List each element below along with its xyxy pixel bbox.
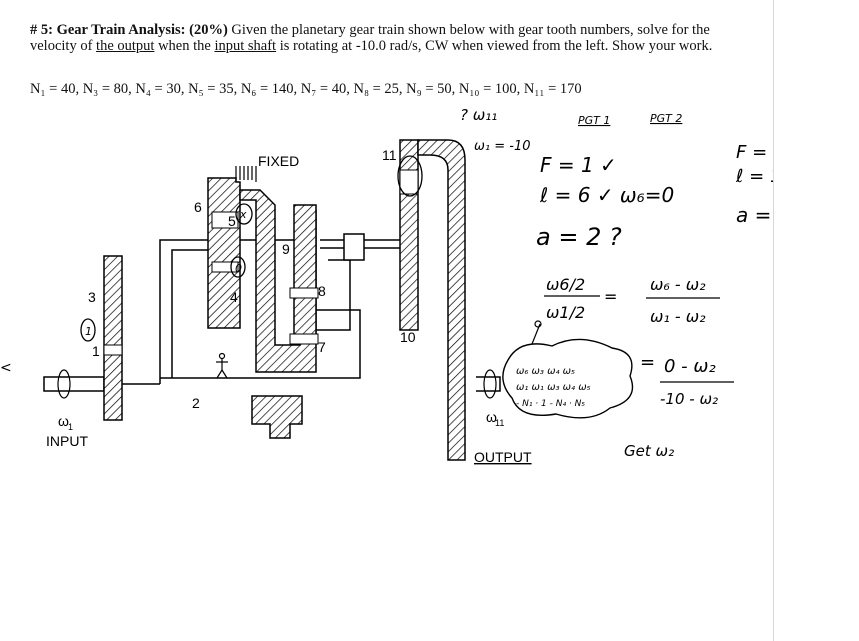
label-output: OUTPUT [474,449,532,465]
hw-cloud-line1: ω₆ ω₃ ω₄ ω₅ [516,366,575,377]
hw-pgt2: PGT 2 [650,112,682,125]
hw-margin-mark: < [0,360,12,376]
hw-eq-rhs-den: ω₁ - ω₂ [650,307,706,326]
label-gear-7: 7 [318,339,326,355]
gear-6-fixed-ring [207,177,241,329]
hw-stick-figure [216,352,228,379]
hw-circle-0 [230,256,246,278]
gear-1-3 [103,255,123,421]
right-margin-panel [774,0,859,641]
hw-eq-lhs-num: ω6/2 [546,275,585,294]
problem-text-3: is rotating at -10.0 rad/s, CW when view… [276,38,713,54]
problem-heading: # 5: Gear Train Analysis: (20%) [30,22,228,38]
hw-eq-lhs-den: ω1/2 [546,303,585,322]
hw-a1: a = 2 ? [536,223,622,251]
problem-underlined-input: input shaft [214,38,277,54]
input-rotation-arrow [57,369,71,399]
hw-circle-x-text: x [239,208,247,221]
label-input: INPUT [46,433,88,449]
input-shaft [43,376,105,392]
problem-text-2: when the [154,38,215,54]
hw-cloud [502,338,634,419]
fixed-ground-hatch [235,166,257,182]
hw-a2: a = 2 ✓ [736,203,773,227]
bearing-block [343,233,365,261]
problem-statement: # 5: Gear Train Analysis: (20%) Given th… [30,22,720,54]
hw-eq-rhs-num: ω₆ - ω₂ [650,275,706,294]
label-gear-2: 2 [192,395,200,411]
label-gear-4: 4 [230,289,238,305]
page-edge-divider [773,0,774,641]
hw-eq2-rhs-den: -10 - ω₂ [660,390,718,408]
hw-circle-x [235,203,253,225]
label-gear-8: 8 [318,283,326,299]
carrier-arm-2 [117,377,160,385]
problem-text-1: Given the planetary gear train shown bel… [30,22,710,54]
hw-f1: F = 1 ✓ [540,153,617,177]
label-gear-9: 9 [282,241,290,257]
output-rotation-arrow [483,369,497,399]
hw-circle-1 [80,318,96,342]
label-omega-11-sub: 11 [495,418,504,428]
hw-w11: ? ω₁₁ [460,106,497,124]
hw-pgt1: PGT 1 [578,114,610,127]
hw-l2: ℓ = 11 ? [735,166,773,187]
label-gear-1: 1 [92,343,100,359]
hw-eq-equals: = [604,287,617,306]
label-gear-10: 10 [400,329,416,345]
gear-11-output [417,139,466,461]
hw-circle-gear11 [397,155,423,197]
hw-l1: ℓ = 6 ✓ ω₆=0 [539,183,674,207]
label-omega-11: ω [486,409,497,425]
label-gear-5: 5 [228,213,236,229]
hw-eq2-equals: = [640,352,655,373]
handwritten-notes: ? ω₁₁ ω₁ = -10 PGT 1 PGT 2 F = 1 ✓ ℓ = 6… [0,106,773,460]
hw-circle-1-text: 1 [85,325,92,338]
hw-w1: ω₁ = -10 [474,139,531,154]
hw-cloud-line3: - N₁ · 1 - N₄ · N₅ [516,399,585,409]
gear-train-diagram: FIXED 6 5 4 9 8 7 3 1 2 10 11 INPUT OUTP… [0,106,773,465]
given-tooth-numbers: N₁ = 40, N₃ = 80, N₄ = 30, N₅ = 35, N₆ =… [30,81,582,97]
hw-solve: Get ω₂ [624,442,674,460]
label-gear-11: 11 [382,147,397,163]
hw-f2: F = 6 ✓ [736,142,773,163]
label-fixed: FIXED [258,153,299,169]
document-page: # 5: Gear Train Analysis: (20%) Given th… [0,22,773,465]
hw-circle-0-text: 0 [235,262,242,275]
hw-cloud-line2: ω₁ ω₁ ω₃ ω₄ ω₅ [516,382,591,393]
hw-eq2-rhs-num: 0 - ω₂ [664,356,716,377]
problem-underlined-output: the output [96,38,155,54]
label-gear-3: 3 [88,289,96,305]
gear-10 [399,139,419,331]
label-gear-6: 6 [194,199,202,215]
label-omega-1: ω [58,413,69,429]
output-shaft [476,376,501,392]
gear-2-lower [251,395,303,439]
label-omega-1-sub: 1 [68,422,73,432]
